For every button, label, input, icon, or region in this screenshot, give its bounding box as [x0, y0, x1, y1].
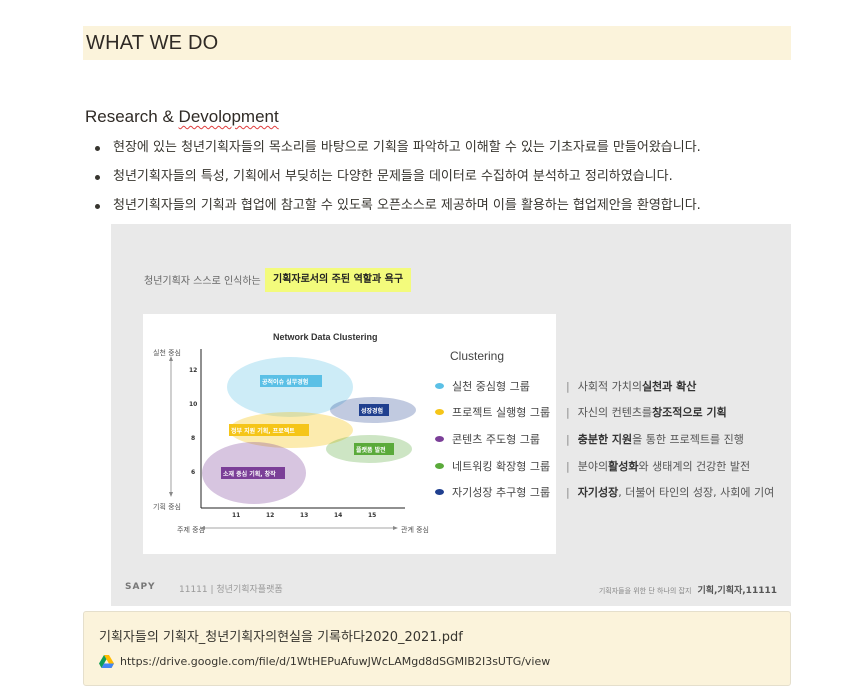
bookmark-url[interactable]: https://drive.google.com/file/d/1WtHEPuA…	[120, 655, 551, 668]
cluster-label: 플랫폼 발전	[356, 447, 386, 454]
legend-item: 콘텐츠 주도형 그룹	[435, 430, 540, 448]
chart-title: Network Data Clustering	[273, 332, 378, 342]
legend-item: 자기성장 추구형 그룹	[435, 483, 550, 501]
figure-lead-text: 청년기획자 스스로 인식하는	[144, 276, 261, 287]
bullet-item: 청년기획자들의 기획과 협업에 참고할 수 있도록 오픈소스로 제공하며 이를 …	[93, 194, 793, 223]
legend-description: |자기성장, 더불어 타인의 성장, 사회에 기여	[566, 485, 775, 500]
x-label-left: 주제 중심	[177, 526, 205, 534]
subsection-title-part1: Research &	[85, 107, 179, 126]
subsection-title-part2: Devolopment	[178, 107, 279, 126]
x-tick: 14	[334, 512, 343, 519]
bookmark-title[interactable]: 기획자들의 기획자_청년기획자의현실을 기록하다2020_2021.pdf	[99, 630, 463, 645]
bullet-item: 청년기획자들의 특성, 기획에서 부딪히는 다양한 문제들을 데이터로 수집하여…	[93, 165, 793, 194]
google-drive-icon	[99, 655, 114, 668]
legend-description: |자신의 컨텐츠를 창조적으로 기획	[566, 405, 727, 420]
legend-description: |사회적 가치의 실천과 확산	[566, 379, 697, 394]
cluster-label: 소재 중심 기획, 창작	[223, 471, 276, 478]
heading-title: WHAT WE DO	[86, 31, 219, 54]
legend-item: 프로젝트 실행형 그룹	[435, 403, 550, 421]
cluster-label: 정부 지원 기획, 프로젝트	[231, 428, 295, 435]
section-heading: WHAT WE DO	[83, 26, 791, 60]
figure-highlight-text: 기획자로서의 주된 역할과 욕구	[265, 268, 412, 292]
legend-dot-icon	[435, 436, 444, 442]
sapy-logo: SAPY	[125, 582, 156, 592]
file-bookmark[interactable]: 기획자들의 기획자_청년기획자의현실을 기록하다2020_2021.pdf ht…	[83, 611, 791, 686]
y-label-bottom: 기획 중심	[153, 503, 181, 511]
x-tick: 12	[266, 512, 275, 519]
legend-dot-icon	[435, 383, 444, 389]
cluster-label: 성장경험	[361, 408, 384, 415]
subsection-heading: Research & Devolopment	[85, 107, 279, 127]
legend-dot-icon	[435, 463, 444, 469]
legend-dot-icon	[435, 409, 444, 415]
legend-dot-icon	[435, 489, 444, 495]
y-tick: 6	[191, 469, 196, 476]
legend-item: 실천 중심형 그룹	[435, 377, 530, 395]
y-tick: 12	[189, 367, 198, 374]
bullet-list: 현장에 있는 청년기획자들의 목소리를 바탕으로 기획을 파악하고 이해할 수 …	[93, 136, 793, 223]
x-tick: 13	[300, 512, 309, 519]
clustering-infographic[interactable]: 청년기획자 스스로 인식하는 기획자로서의 주된 역할과 욕구 Network …	[111, 224, 791, 606]
chart-card: Network Data Clustering 실천 중심 기획 중심 주제 중…	[143, 314, 556, 554]
x-tick: 15	[368, 512, 377, 519]
scatter-plot	[169, 349, 416, 530]
bullet-item: 현장에 있는 청년기획자들의 목소리를 바탕으로 기획을 파악하고 이해할 수 …	[93, 136, 793, 165]
bookmark-link[interactable]: https://drive.google.com/file/d/1WtHEPuA…	[99, 655, 550, 668]
cluster-label: 공적이슈 실무경험	[262, 379, 309, 386]
legend-title: Clustering	[450, 349, 505, 363]
y-label-top: 실천 중심	[153, 349, 181, 357]
x-label-right: 관계 중심	[401, 526, 429, 534]
x-tick: 11	[232, 512, 241, 519]
legend-item: 네트워킹 확장형 그룹	[435, 457, 550, 475]
y-tick: 10	[189, 401, 198, 408]
y-tick: 8	[191, 435, 196, 442]
platform-logo: 11111 | 청년기획자플랫폼	[179, 585, 283, 595]
